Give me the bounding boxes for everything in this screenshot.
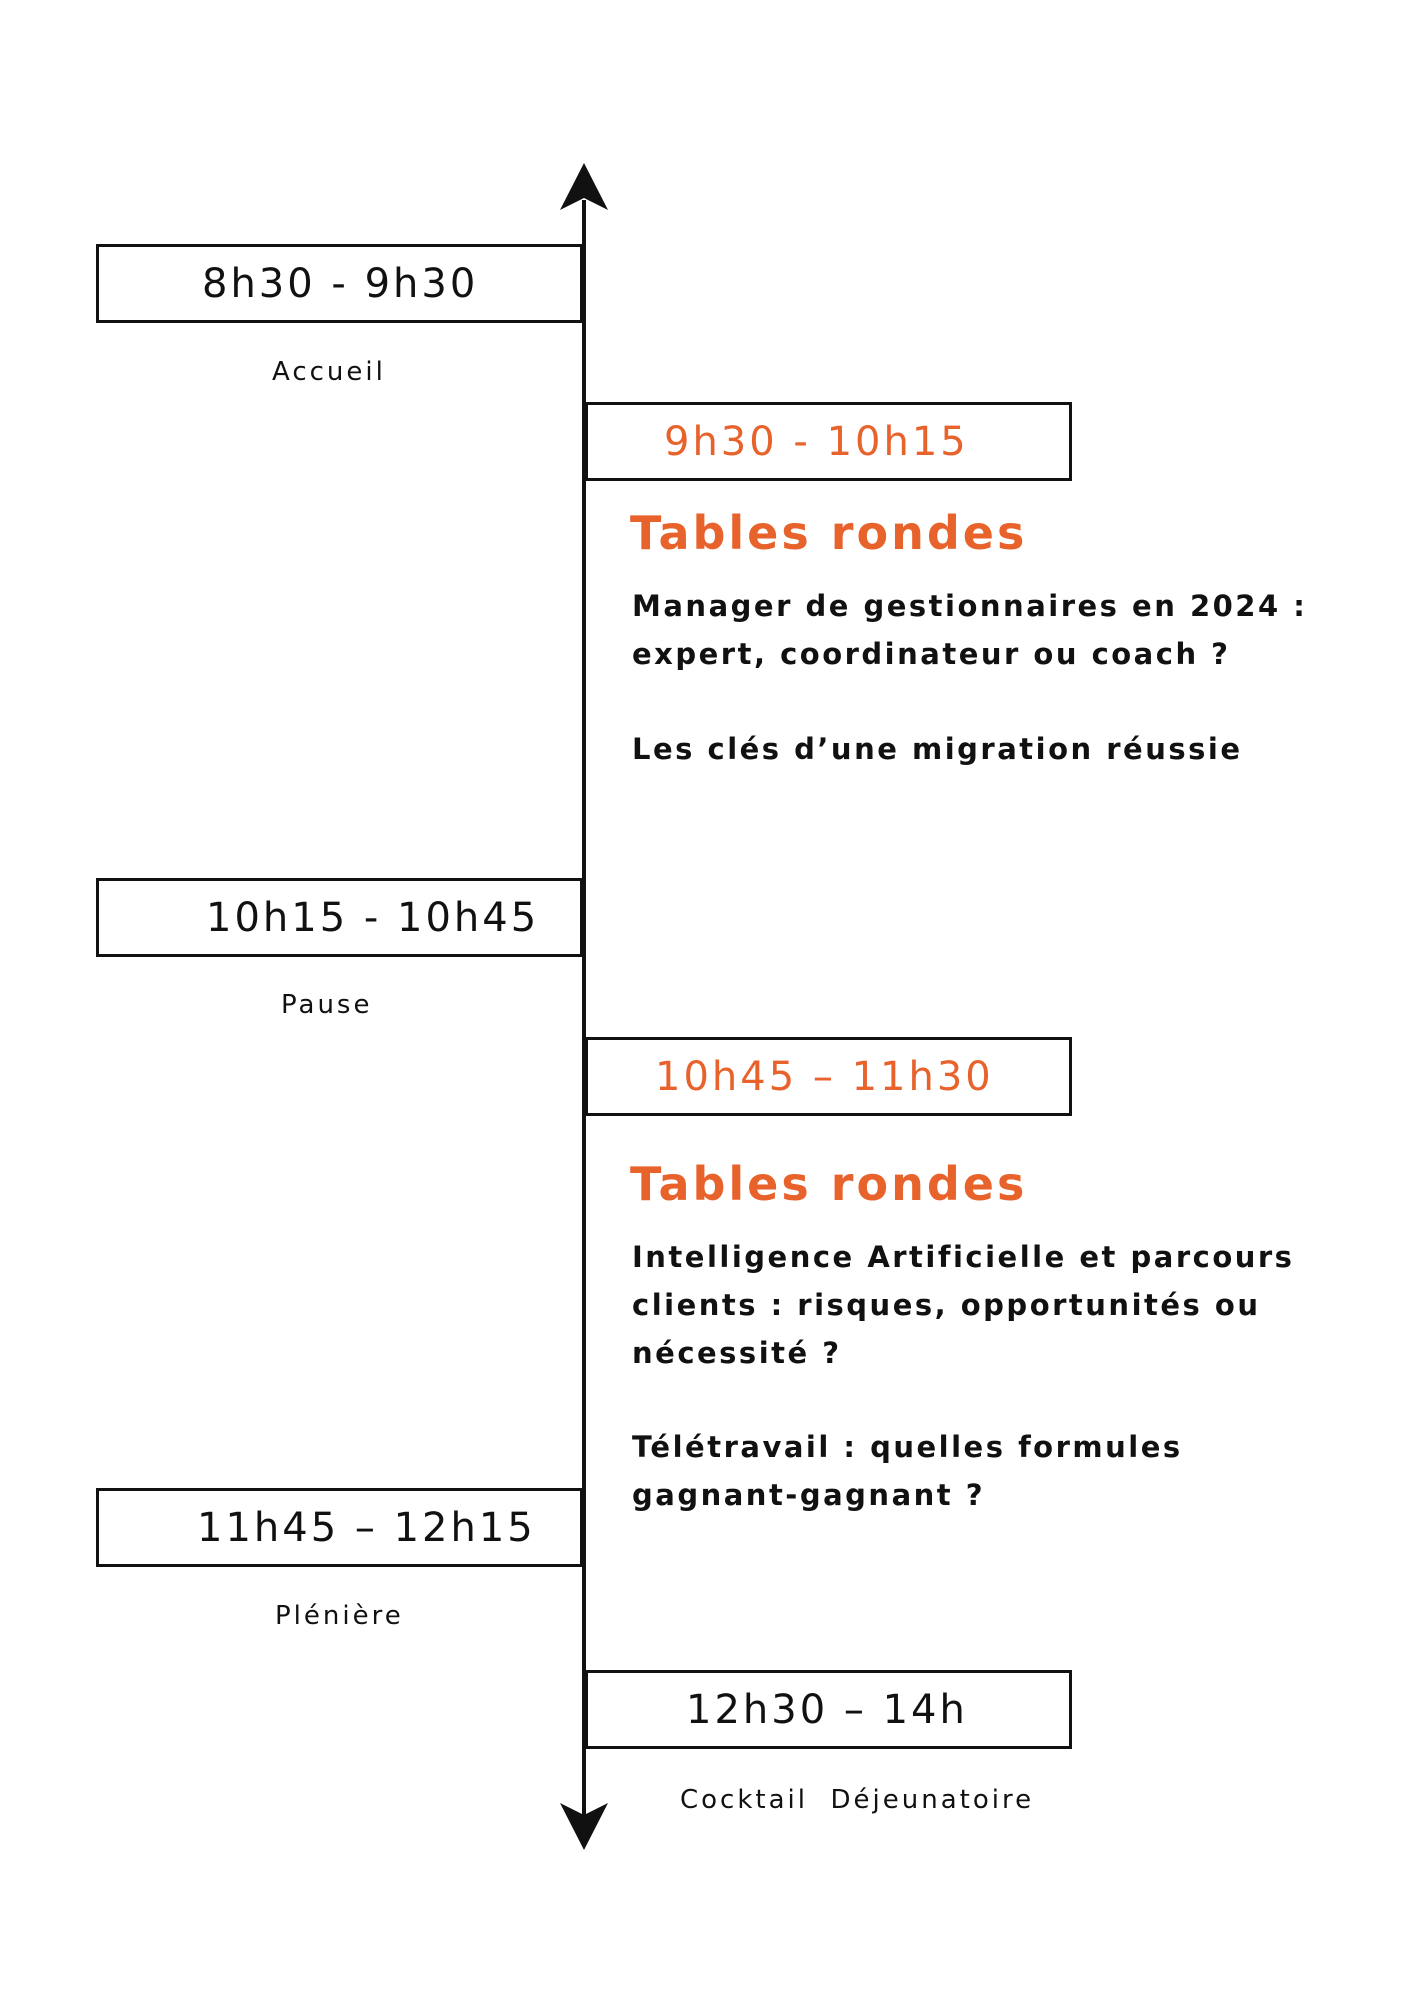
activity-label-pause: Pause	[281, 990, 373, 1020]
time-label: 9h30 - 10h15	[664, 418, 969, 465]
activity-label-pleniere: Plénière	[275, 1601, 404, 1631]
arrow-up-icon	[560, 163, 608, 210]
time-label: 11h45 – 12h15	[197, 1504, 536, 1551]
activity-label-accueil: Accueil	[272, 357, 386, 387]
topic-manager: Manager de gestionnaires en 2024 : exper…	[632, 589, 1308, 671]
section-title-tables-rondes-2: Tables rondes	[630, 1157, 1028, 1211]
time-slot-pause: 10h15 - 10h45	[96, 878, 583, 957]
time-label: 12h30 – 14h	[686, 1686, 968, 1733]
topic-migration: Les clés d’une migration réussie	[632, 732, 1243, 766]
time-label: 8h30 - 9h30	[202, 260, 479, 307]
topic-intelligence-artificielle: Intelligence Artificielle et parcours cl…	[632, 1240, 1295, 1370]
time-slot-tables-rondes-1: 9h30 - 10h15	[585, 402, 1072, 481]
time-label: 10h15 - 10h45	[206, 894, 540, 941]
time-slot-pleniere: 11h45 – 12h15	[96, 1488, 583, 1567]
topic-teletravail: Télétravail : quelles formules gagnant-g…	[632, 1430, 1183, 1512]
time-label: 10h45 – 11h30	[655, 1053, 994, 1100]
arrow-down-icon	[560, 1803, 608, 1850]
time-slot-tables-rondes-2: 10h45 – 11h30	[585, 1037, 1072, 1116]
section-title-tables-rondes-1: Tables rondes	[630, 506, 1028, 560]
activity-label-cocktail: Cocktail Déjeunatoire	[680, 1785, 1035, 1815]
time-slot-accueil: 8h30 - 9h30	[96, 244, 583, 323]
time-slot-cocktail: 12h30 – 14h	[585, 1670, 1072, 1749]
